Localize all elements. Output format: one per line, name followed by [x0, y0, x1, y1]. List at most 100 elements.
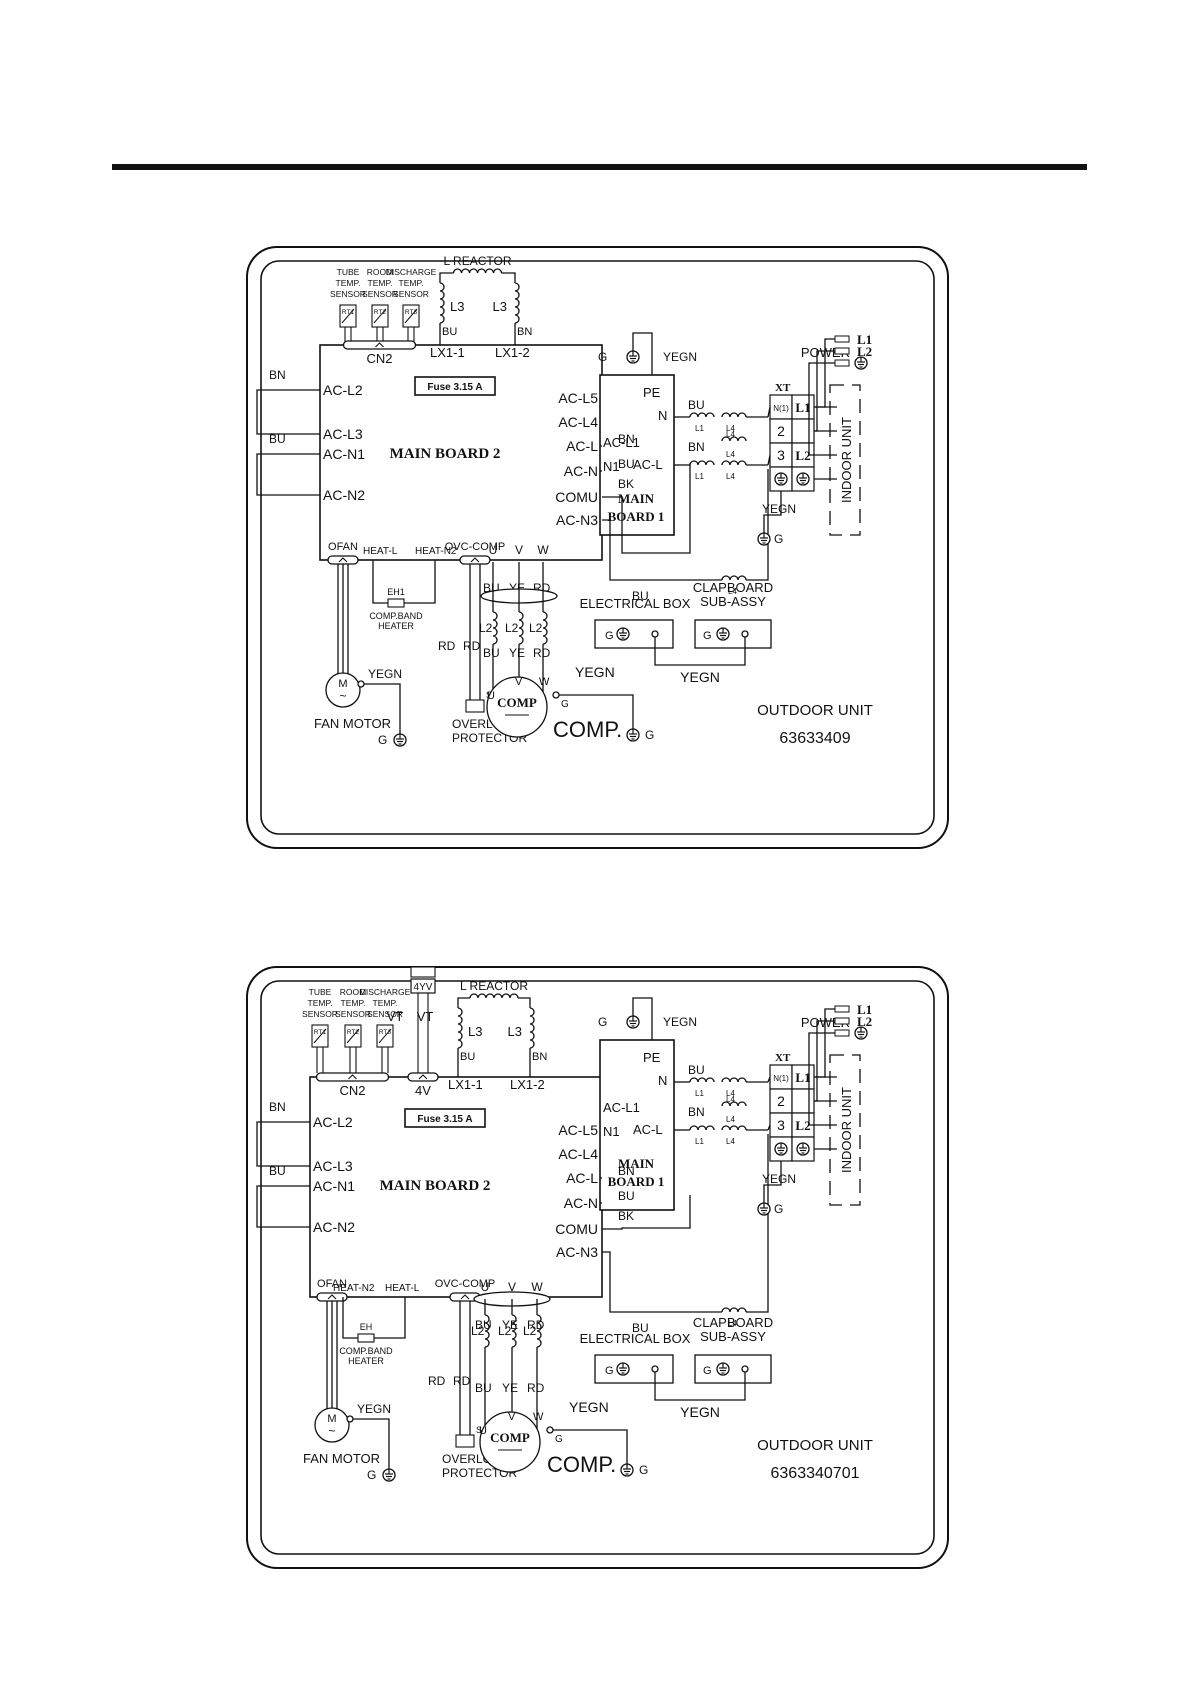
xt-term-label: 2	[777, 423, 785, 439]
ground-wire	[364, 683, 401, 734]
filter-coil-icon	[721, 1125, 747, 1131]
sensor-label: SENSOR	[302, 1009, 338, 1019]
right-terminal-ac-l: AC-L	[566, 438, 598, 454]
clapboard-ground-icon	[716, 1362, 730, 1376]
xt-wire	[767, 1124, 771, 1131]
mb1-ground-icon	[626, 1015, 640, 1029]
sensor-label: DISCHARGE	[386, 267, 437, 277]
reactor-terminal-label: LX1-1	[430, 345, 465, 360]
wire-color-label: BN	[532, 1051, 547, 1063]
left-terminal-ac-n2: AC-N2	[313, 1219, 355, 1235]
ground-label: G	[605, 1365, 614, 1377]
comp-ground-terminal	[546, 1426, 554, 1434]
thermistor-mark	[404, 308, 418, 324]
right-terminal-ac-l5: AC-L5	[558, 390, 598, 406]
power-line-label: L2	[857, 344, 872, 359]
filter-coil-icon	[721, 460, 747, 466]
xt-term-label: 3	[777, 1117, 785, 1133]
power-plug-icon	[834, 347, 850, 355]
ground-label: G	[774, 1202, 783, 1216]
xt-term-label: N(1)	[773, 404, 789, 413]
wire-color-label: BU	[688, 1063, 705, 1077]
heater-element-icon	[387, 598, 405, 608]
ofan-label: OFAN	[317, 1278, 347, 1290]
ground-terminal	[357, 680, 365, 688]
electrical-box	[594, 1354, 674, 1384]
heater-label: EH1	[387, 587, 405, 597]
xt-term-label: L2	[795, 448, 810, 463]
sensor-code: RT3	[379, 1029, 392, 1036]
left-terminal-ac-n1: AC-N1	[323, 446, 365, 462]
power-wire	[808, 1032, 835, 1126]
right-terminal-ac-l4: AC-L4	[558, 1146, 598, 1162]
comp-text: COMP.	[547, 1452, 616, 1477]
pe-wire	[632, 332, 653, 375]
power-line-label: L1	[857, 332, 872, 347]
heat-label: HEAT-N2	[333, 1283, 375, 1294]
choke-label: L2	[529, 621, 543, 635]
comp-terminal-label: U	[479, 1425, 487, 1437]
wire-color-label: BN	[618, 1164, 635, 1178]
mb1-pin-label: N	[658, 408, 667, 423]
heater-label: COMP.BAND	[339, 1346, 393, 1356]
clapboard-box	[694, 1354, 772, 1384]
filter-wire	[746, 1134, 769, 1313]
wire-color-label: BN	[517, 326, 532, 338]
filter-label: L4	[726, 472, 735, 481]
choke-label: L2	[505, 621, 519, 635]
sensor-label: ROOM	[340, 987, 366, 997]
wire-color-label: RD	[428, 1374, 446, 1388]
heater-label: HEATER	[348, 1356, 384, 1366]
wire-color-label: BN	[618, 432, 635, 446]
connector-body	[459, 555, 491, 565]
comp-text: COMP.	[553, 717, 622, 742]
xt-label: XT	[775, 382, 791, 394]
xt-wire	[767, 406, 771, 418]
power-wire	[808, 362, 835, 456]
comp-ground-terminal	[552, 691, 560, 699]
choke-coil-icon	[518, 611, 524, 645]
reactor-terminal-label: LX1-2	[510, 1077, 545, 1092]
xt-ground-wire	[763, 491, 782, 533]
ground-label: G	[639, 1463, 648, 1477]
comp-ground-wire	[559, 694, 634, 729]
left-terminal-ac-l2: AC-L2	[313, 1114, 353, 1130]
sensor-label: TEMP.	[308, 998, 333, 1008]
filter-label: L4	[726, 1137, 735, 1146]
choke-label: L2	[471, 1324, 485, 1338]
ground-label: G	[645, 728, 654, 742]
ground-label: G	[367, 1468, 376, 1482]
xt-term-label: L1	[795, 1070, 810, 1085]
filter-coil-icon	[721, 412, 747, 418]
connector-mark	[338, 557, 348, 563]
right-terminal-ac-n: AC-N	[564, 1195, 598, 1211]
xt-term-label: L2	[795, 1118, 810, 1133]
wire-color-label: RD	[438, 639, 456, 653]
mb1-pin-label: AC-L	[633, 1122, 663, 1137]
filter-label: L4	[726, 424, 735, 433]
wire-color-label: BU	[632, 1321, 649, 1335]
valve-label: VT	[387, 1009, 404, 1024]
ovc-label: OVC-COMP	[435, 1278, 496, 1290]
comp-ground-icon	[620, 1463, 634, 1477]
mb1-pin-label: AC-L1	[603, 435, 640, 450]
phase-terminal-w: W	[537, 543, 549, 557]
ground-label: G	[555, 1434, 563, 1445]
fuse-label: Fuse 3.15 A	[427, 382, 482, 393]
power-plug-icon	[834, 1017, 850, 1025]
compressor-icon	[486, 676, 548, 738]
reactor-wire	[457, 997, 470, 1008]
filter-coil-icon	[689, 1125, 715, 1131]
xt-term-label: 3	[777, 447, 785, 463]
mb1-ground-icon	[626, 350, 640, 364]
left-terminal-ac-n1: AC-N1	[313, 1178, 355, 1194]
cn2-label: CN2	[339, 1083, 365, 1098]
wire-color-label: YEGN	[569, 1399, 609, 1415]
reactor-coil-label: L3	[468, 1024, 482, 1039]
overload-protector-icon	[455, 1434, 475, 1448]
connector-body	[407, 1072, 439, 1082]
right-terminal-ac-n: AC-N	[564, 463, 598, 479]
main-board-2-title: MAIN BOARD 2	[380, 1178, 491, 1194]
sensor-code: RT3	[405, 309, 418, 316]
left-terminal-ac-l3: AC-L3	[323, 426, 363, 442]
